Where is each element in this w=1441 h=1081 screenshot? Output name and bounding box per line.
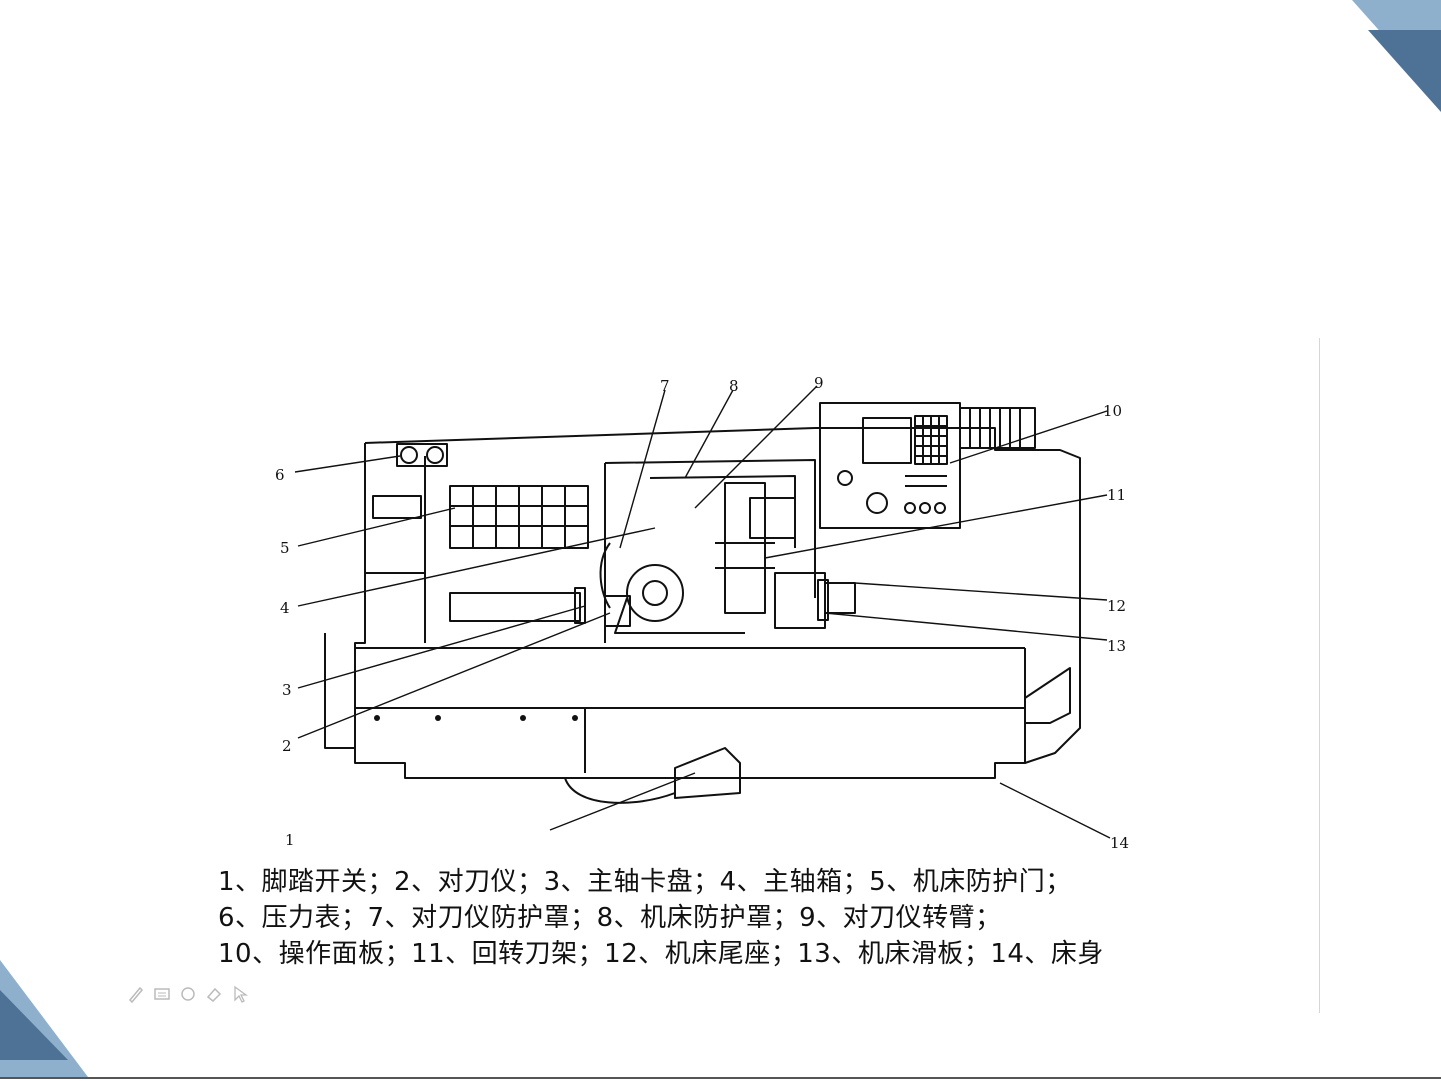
- callout-1: 1: [285, 831, 295, 849]
- bottom-border: [0, 1077, 1441, 1079]
- circle-icon[interactable]: [178, 984, 198, 1004]
- pen-icon[interactable]: [126, 984, 146, 1004]
- callout-7: 7: [660, 377, 670, 395]
- parts-legend: 1、脚踏开关；2、对刀仪；3、主轴卡盘；4、主轴箱；5、机床防护门； 6、压力表…: [218, 864, 1218, 972]
- callout-2: 2: [282, 737, 292, 755]
- callout-13: 13: [1107, 637, 1126, 655]
- presentation-toolbar: [126, 984, 250, 1004]
- callout-10: 10: [1103, 402, 1122, 420]
- callout-5: 5: [280, 539, 290, 557]
- legend-line-1: 1、脚踏开关；2、对刀仪；3、主轴卡盘；4、主轴箱；5、机床防护门；: [218, 864, 1218, 900]
- eraser-icon[interactable]: [204, 984, 224, 1004]
- corner-decoration-bottom-left: [0, 960, 90, 1077]
- callout-14: 14: [1110, 834, 1129, 852]
- legend-line-2: 6、压力表；7、对刀仪防护罩；8、机床防护罩；9、对刀仪转臂；: [218, 900, 1218, 936]
- callout-8: 8: [729, 377, 739, 395]
- callout-9: 9: [814, 374, 824, 392]
- callout-6: 6: [275, 466, 285, 484]
- pointer-icon[interactable]: [230, 984, 250, 1004]
- callout-12: 12: [1107, 597, 1126, 615]
- callout-4: 4: [280, 599, 290, 617]
- legend-line-3: 10、操作面板；11、回转刀架；12、机床尾座；13、机床滑板；14、床身: [218, 936, 1218, 972]
- callout-3: 3: [282, 681, 292, 699]
- slide-icon[interactable]: [152, 984, 172, 1004]
- callout-11: 11: [1107, 486, 1126, 504]
- corner-decoration-top-right: [1340, 0, 1441, 115]
- cnc-lathe-diagram: 1 2 3 4 5 6 7 8 9 10 11 12 13 14: [255, 368, 1185, 858]
- right-divider: [1319, 338, 1320, 1013]
